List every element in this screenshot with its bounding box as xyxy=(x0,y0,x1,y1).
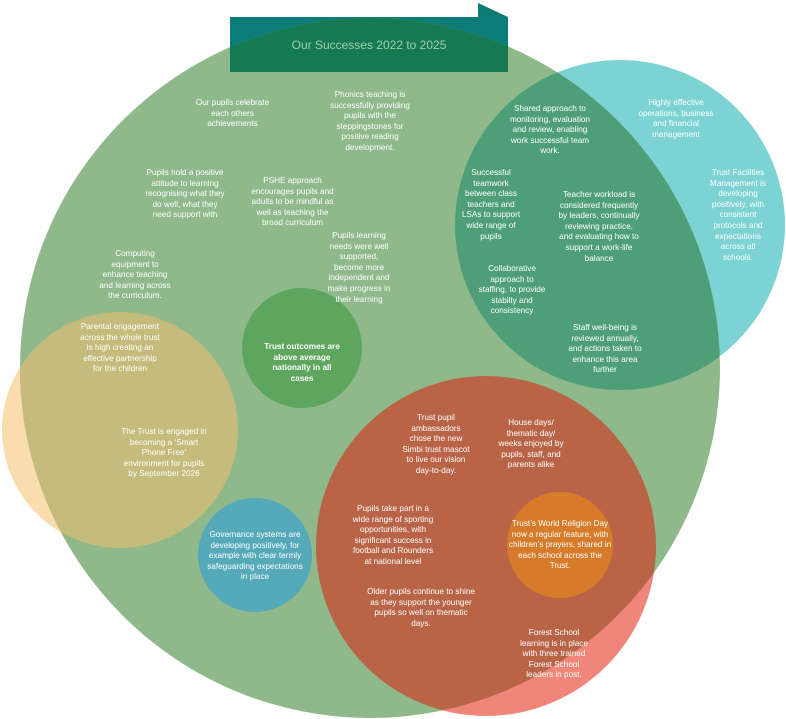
statement-shared: Shared approach to monitoring, evaluatio… xyxy=(509,104,591,156)
statement-parental: Parental engagement across the whole tru… xyxy=(80,322,160,374)
statement-older: Older pupils continue to shine as they s… xyxy=(367,587,475,628)
overlap-peach xyxy=(20,312,238,548)
statement-wellbeing: Staff well-being is reviewed annually, a… xyxy=(568,323,642,375)
overlap-red xyxy=(316,376,656,716)
statement-religion: Trust’s World Religion Day now a regular… xyxy=(508,519,612,571)
statement-forest: Forest School learning is in place with … xyxy=(520,628,588,680)
statement-house: House days/ thematic day/ weeks enjoyed … xyxy=(498,418,564,470)
banner-fold xyxy=(478,3,508,17)
religion-circle xyxy=(507,492,613,598)
statement-computing: Computing equipment to enhance teaching … xyxy=(99,249,171,301)
statement-outcomes: Trust outcomes are above average nationa… xyxy=(264,342,340,383)
statement-operations: Highly effective operations, business an… xyxy=(638,98,714,139)
statement-ambassadors: Trust pupil ambassadors chose the new Si… xyxy=(402,413,470,475)
statement-sporting: Pupils take part in a wide range of spor… xyxy=(352,504,434,566)
statement-facilities: Trust Facilities Management is developin… xyxy=(710,168,766,262)
statement-attitude: Pupils hold a positive attitude to learn… xyxy=(145,168,225,220)
statement-teamwork: Successful teamwork between class teache… xyxy=(461,168,521,241)
statement-phonics: Phonics teaching is successfully providi… xyxy=(330,90,410,152)
statement-pshe: PSHE approach encourages pupils and adul… xyxy=(251,176,334,228)
page-title: Our Successes 2022 to 2025 xyxy=(291,37,447,52)
statement-celebrate: Our pupils celebrate each others achieve… xyxy=(195,98,270,129)
outcomes-circle xyxy=(242,288,362,408)
statement-governance: Governance systems are developing positi… xyxy=(207,530,303,582)
statement-needs: Pupils learning needs were well supporte… xyxy=(327,231,391,304)
statement-smartphone: The Trust is engaged in becoming a ‘Smar… xyxy=(121,427,207,479)
statement-workload: Teacher workload is considered frequentl… xyxy=(558,190,640,263)
governance-circle xyxy=(198,498,312,612)
statement-staffing: Collaborative approach to staffing, to p… xyxy=(478,264,546,316)
